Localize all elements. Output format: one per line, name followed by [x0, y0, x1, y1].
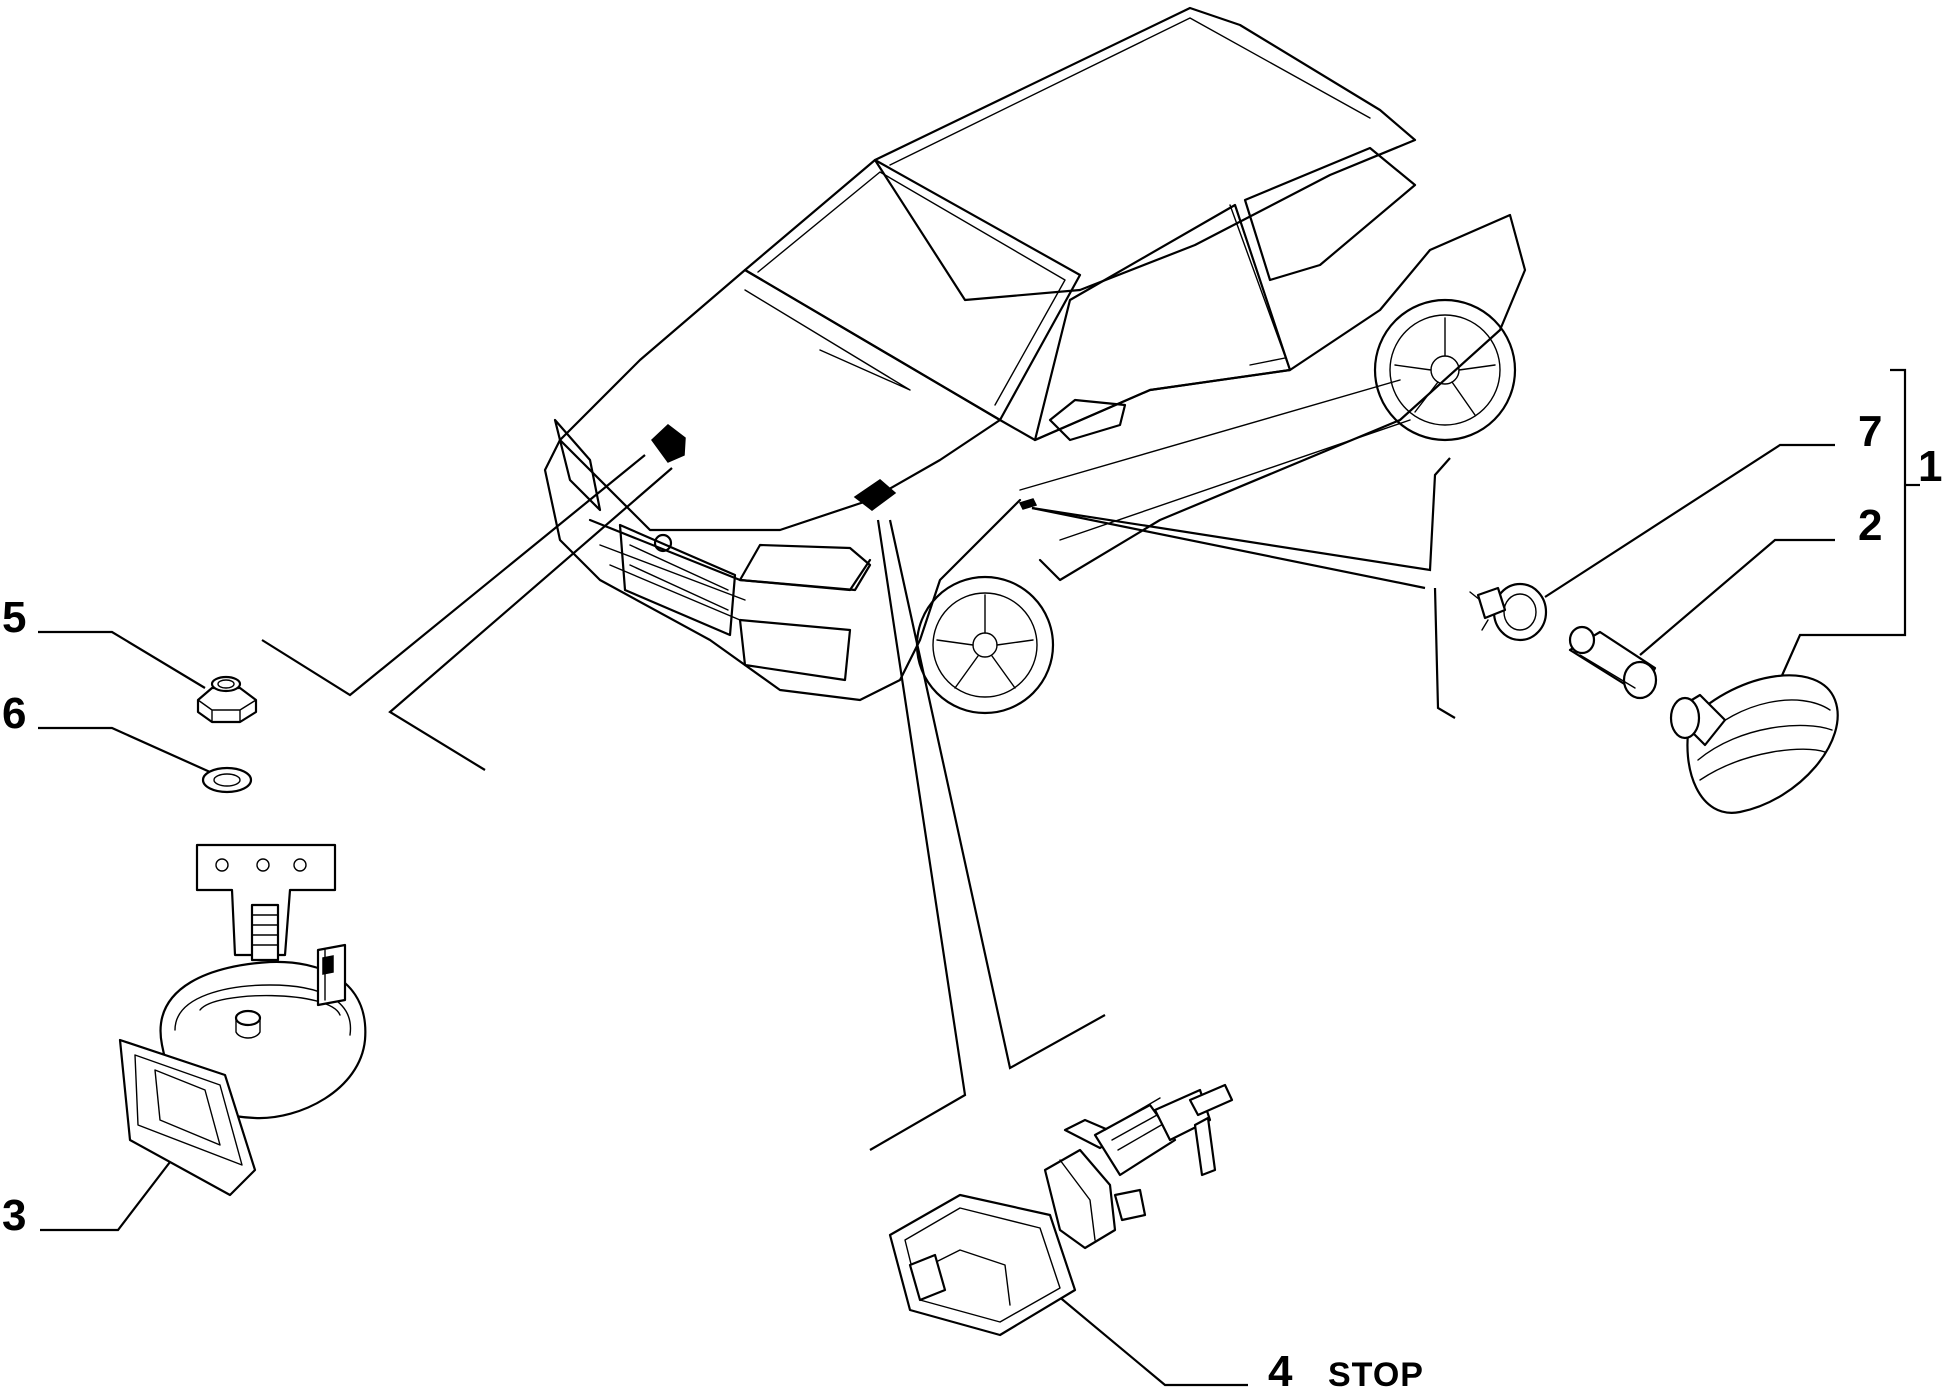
- callout-2: 2: [1858, 501, 1883, 550]
- bulb-holder-part: [1469, 582, 1548, 642]
- side-marker-lamp-part: [1669, 674, 1839, 814]
- horn-part: [118, 843, 367, 1197]
- callout-5: 5: [2, 593, 27, 642]
- car-illustration: [543, 6, 1527, 715]
- callout-1: 1: [1918, 442, 1943, 491]
- bulb-part: [1568, 625, 1658, 700]
- nut-part: [196, 675, 258, 724]
- stop-label: STOP: [1328, 1356, 1424, 1394]
- washer-part: [201, 766, 253, 794]
- leader-lines: [38, 368, 1920, 1387]
- callout-4: 4: [1268, 1347, 1293, 1396]
- callout-3: 3: [2, 1191, 27, 1240]
- callout-7: 7: [1858, 407, 1883, 456]
- stop-switch-part: [888, 1083, 1234, 1337]
- callout-6: 6: [2, 689, 27, 738]
